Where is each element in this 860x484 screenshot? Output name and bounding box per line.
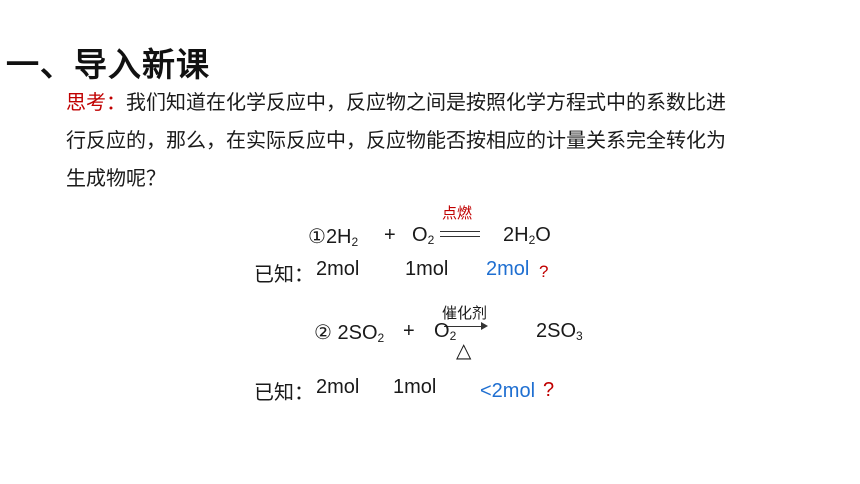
reaction2-reactant2: O2 — [434, 320, 457, 343]
reaction2-amount-2: 1mol — [393, 376, 437, 398]
reaction1-amount-2: 1mol — [405, 258, 449, 280]
question-label: 思考： — [66, 92, 126, 114]
reaction1-equals-bottom — [440, 236, 480, 237]
reaction2-arrow-line — [444, 326, 482, 327]
reaction2-known-label: 已知： — [254, 382, 314, 404]
reaction1-reactant1: ①2H2 — [308, 226, 359, 249]
reaction1-amount-3: 2mol — [486, 258, 530, 280]
reaction2-plus: + — [403, 320, 415, 342]
reaction1-known-label: 已知： — [254, 264, 314, 286]
reaction2-amount-3: <2mol — [480, 380, 536, 402]
question-paragraph: 思考：我们知道在化学反应中，反应物之间是按照化学方程式中的系数比进 行反应的，那… — [66, 84, 806, 198]
reaction1-plus: + — [384, 224, 396, 246]
question-line-1: 我们知道在化学反应中，反应物之间是按照化学方程式中的系数比进 — [126, 92, 726, 114]
reaction2-heat-symbol: △ — [456, 340, 472, 362]
reaction1-condition: 点燃 — [442, 205, 473, 222]
reaction1-reactant2: O2 — [412, 224, 435, 247]
reaction2-question-mark: ? — [543, 379, 555, 401]
question-line-3: 生成物呢？ — [66, 168, 166, 190]
reaction2-amount-1: 2mol — [316, 376, 360, 398]
question-line-2: 行反应的，那么，在实际反应中，反应物能否按相应的计量关系完全转化为 — [66, 130, 726, 152]
section-title: 一、导入新课 — [6, 46, 210, 83]
reaction2-arrow-head — [481, 322, 488, 330]
reaction2-catalyst: 催化剂 — [442, 305, 488, 322]
reaction1-product: 2H2O — [503, 224, 551, 247]
reaction2-product: 2SO3 — [536, 320, 583, 343]
reaction2-reactant1: ② 2SO2 — [314, 322, 385, 345]
reaction1-equals-top — [440, 231, 480, 232]
reaction1-amount-1: 2mol — [316, 258, 360, 280]
reaction1-question-mark: ? — [539, 262, 549, 281]
